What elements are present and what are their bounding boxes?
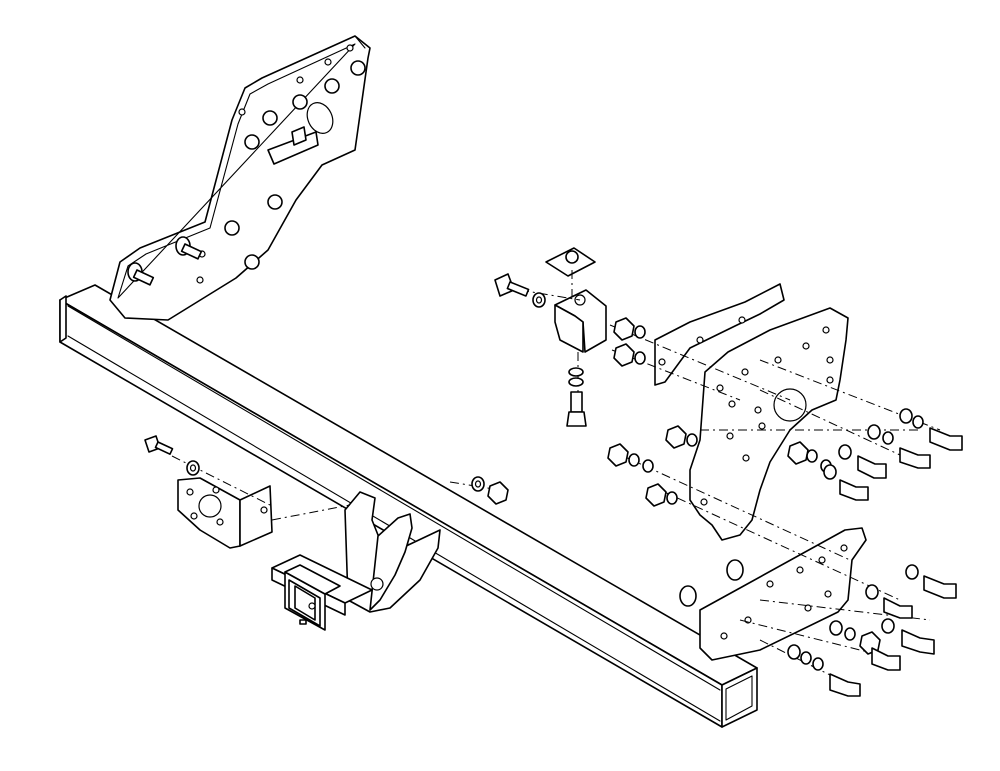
socket-bracket [144,435,351,549]
middle-nuts [607,425,920,601]
right-upper-plate [654,283,785,386]
center-hardware [449,476,509,505]
right-lower-plate [679,527,867,661]
top-center-bracket [494,247,607,427]
left-side-bracket [109,35,371,321]
hitch-receiver [271,491,441,631]
main-crossbar [59,284,758,728]
right-bolts-lower [739,564,957,697]
bracket-bolts [196,44,366,284]
right-bolts-upper [759,359,963,501]
upper-nuts [609,317,791,401]
right-side-plate [689,307,849,541]
